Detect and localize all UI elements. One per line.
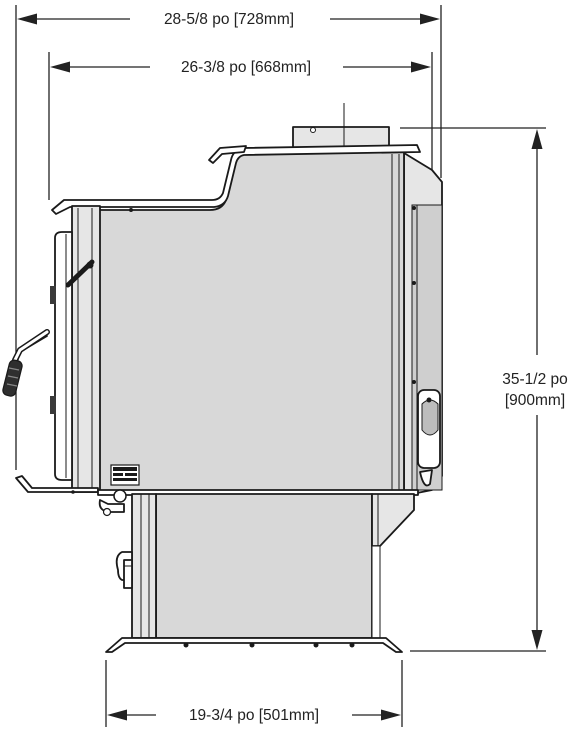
pedestal-base-feet	[105, 637, 403, 653]
pedestal	[131, 493, 415, 639]
front-door-frame	[71, 205, 101, 493]
air-intake-fitting	[98, 489, 127, 517]
leg-width-label: 19-3/4 po [501mm]	[189, 707, 319, 724]
body-width-label: 26-3/8 po [668mm]	[181, 59, 311, 76]
arrow-right-icon	[420, 13, 440, 25]
dimension-leg-width: 19-3/4 po [501mm]	[105, 660, 403, 727]
overall-width-label: 28-5/8 po [728mm]	[164, 11, 294, 28]
top-plate	[51, 144, 421, 215]
arrow-left-icon	[17, 13, 37, 25]
dimension-height: 35-1/2 po [900mm]	[400, 127, 568, 652]
height-label-imperial: 35-1/2 po	[502, 371, 568, 388]
arrow-right-icon	[381, 709, 401, 721]
arrow-left-icon	[107, 709, 127, 721]
arrow-up-icon	[531, 129, 543, 149]
arrow-down-icon	[531, 630, 543, 650]
dimension-body-width: 26-3/8 po [668mm]	[48, 52, 433, 200]
arrow-right-icon	[411, 61, 431, 73]
arrow-left-icon	[50, 61, 70, 73]
pedestal-vent	[115, 551, 133, 589]
height-label-metric: [900mm]	[505, 392, 565, 409]
handle-grip-icon[interactable]	[2, 359, 23, 397]
front-door	[50, 231, 73, 481]
rear-fitting	[417, 389, 441, 487]
air-control-lever[interactable]	[65, 259, 95, 288]
rating-label	[110, 464, 140, 486]
door-handle[interactable]	[2, 329, 50, 397]
ash-lip	[15, 475, 99, 494]
